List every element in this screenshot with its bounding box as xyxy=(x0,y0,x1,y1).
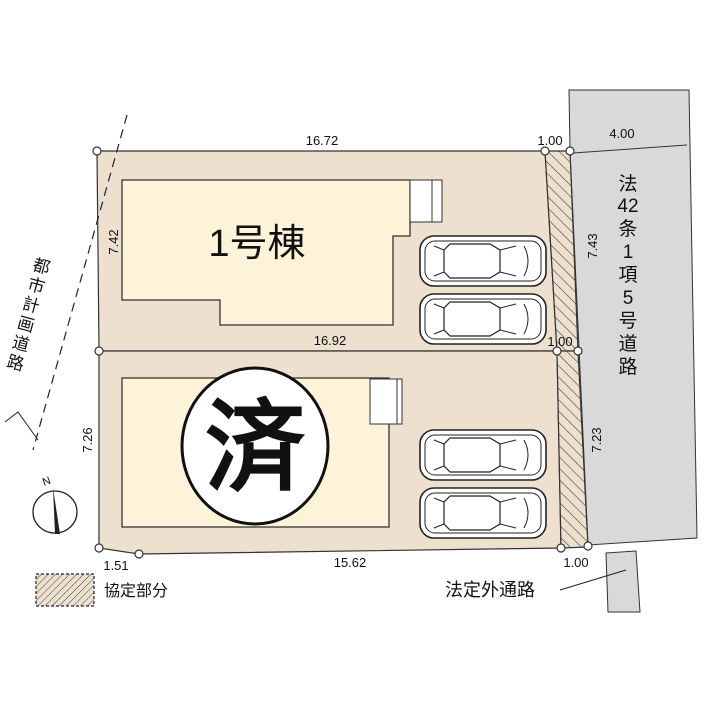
dim-bottom-right: 1.00 xyxy=(563,555,588,570)
svg-text:42: 42 xyxy=(617,196,638,217)
dimensions: 16.72 1.00 4.00 7.42 7.43 16.92 1.00 7.2… xyxy=(80,126,688,573)
car-icon xyxy=(419,487,547,539)
car-icon xyxy=(419,235,547,287)
svg-text:条: 条 xyxy=(618,218,637,240)
svg-text:計: 計 xyxy=(20,294,41,317)
planned-road-label: 都 市 計 画 道 路 xyxy=(5,255,52,374)
car-icon xyxy=(419,429,547,481)
legend-hatch-swatch xyxy=(35,573,95,607)
main-road-label: 法 42 条 1 項 5 号 道 路 xyxy=(617,173,638,378)
dim-top-right: 1.00 xyxy=(537,133,562,148)
svg-text:1: 1 xyxy=(623,242,634,263)
svg-text:N: N xyxy=(41,475,53,489)
sold-label: 済 xyxy=(205,392,306,504)
entrance-1 xyxy=(409,179,443,223)
svg-text:路: 路 xyxy=(5,352,26,375)
side-path xyxy=(605,550,641,613)
svg-text:号: 号 xyxy=(618,311,637,332)
svg-text:道: 道 xyxy=(618,333,637,355)
svg-text:道: 道 xyxy=(10,333,31,356)
planned-road-line xyxy=(32,114,128,451)
dim-lot2-left: 7.26 xyxy=(80,427,95,452)
svg-text:市: 市 xyxy=(26,275,47,298)
sold-badge xyxy=(180,366,330,526)
dim-road-width: 4.00 xyxy=(609,126,634,141)
planned-road-arrow xyxy=(4,411,39,441)
dim-lot1-left: 7.42 xyxy=(106,229,121,254)
svg-text:項: 項 xyxy=(618,265,637,286)
dim-top: 16.72 xyxy=(306,133,339,148)
building-1-label: 1号棟 xyxy=(208,223,305,265)
main-road xyxy=(568,89,698,546)
dim-lot1-right: 7.43 xyxy=(585,233,600,258)
dim-lot2-right: 7.23 xyxy=(589,427,604,452)
svg-text:路: 路 xyxy=(618,356,637,378)
dim-bottom: 15.62 xyxy=(334,555,367,570)
dim-middle-right: 1.00 xyxy=(547,334,572,349)
svg-text:都: 都 xyxy=(31,255,52,278)
dim-middle: 16.92 xyxy=(314,333,347,348)
legend-label: 協定部分 xyxy=(104,582,168,600)
compass-icon: N xyxy=(32,475,78,534)
dim-bottom-left: 1.51 xyxy=(103,558,128,573)
boundary-markers xyxy=(92,146,593,559)
svg-text:5: 5 xyxy=(623,288,634,309)
car-icon xyxy=(419,293,547,345)
side-path-label: 法定外通路 xyxy=(445,580,535,600)
svg-text:画: 画 xyxy=(15,313,36,336)
svg-text:法: 法 xyxy=(618,173,637,195)
